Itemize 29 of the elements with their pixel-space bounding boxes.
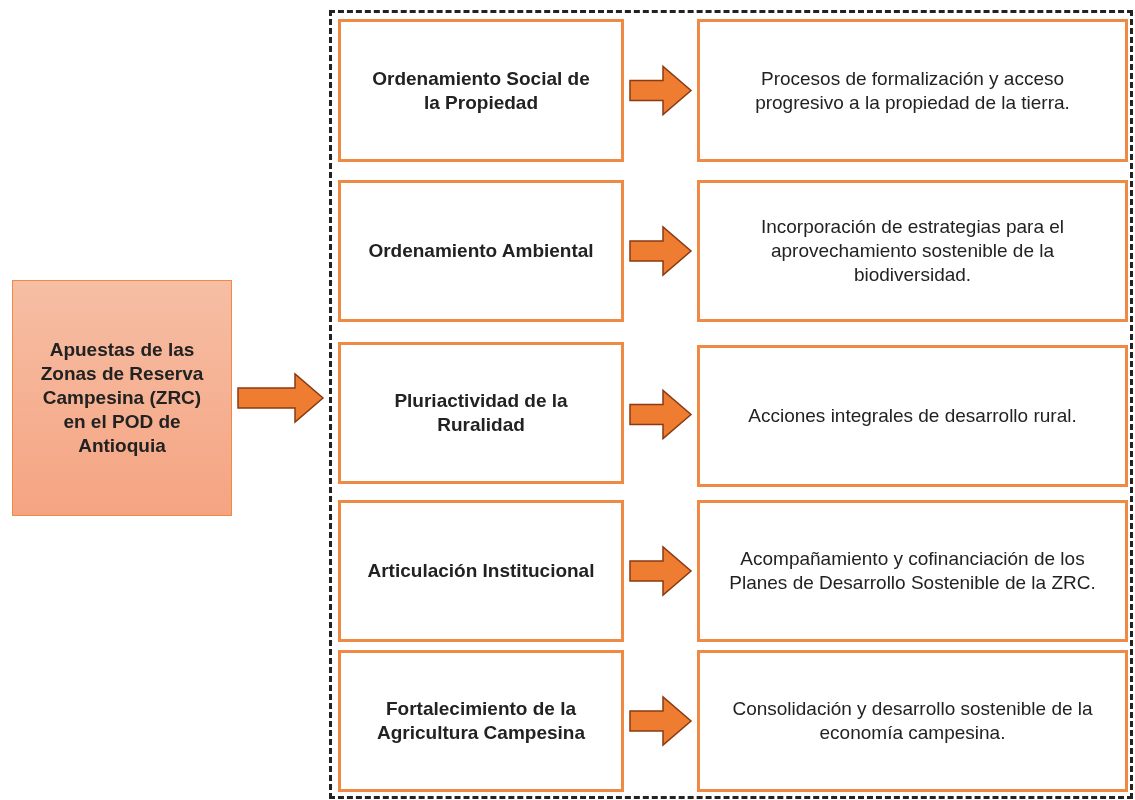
block-arrow	[237, 372, 325, 424]
description-box	[697, 180, 1128, 322]
block-arrow	[629, 388, 693, 441]
block-arrow	[629, 64, 693, 117]
description-box	[697, 19, 1128, 162]
block-arrow	[629, 545, 693, 597]
description-text: Consolidación y desarrollo sostenible de la economía campesina.	[731, 697, 1094, 745]
topic-box	[338, 342, 624, 484]
description-text: Acompañamiento y cofinanciación de los Planes de Desarrollo Sostenible de la ZRC.	[728, 547, 1097, 595]
description-text: Incorporación de estrategias para el aprovechamiento sostenible de la biodiversidad.	[759, 215, 1066, 287]
box-label: Fortalecimiento de la Agricultura Campesina	[376, 697, 586, 745]
description-text: Procesos de formalización y acceso progresivo a la propiedad de la tierra.	[754, 66, 1071, 115]
box-label: Articulación Institucional	[366, 559, 596, 583]
block-arrow	[629, 225, 693, 277]
description-box	[697, 345, 1128, 487]
box-label: Ordenamiento Social de la Propiedad	[371, 66, 591, 115]
dashed-container	[329, 10, 1133, 799]
box-label: Pluriactividad de la Ruralidad	[393, 389, 569, 437]
description-box	[697, 500, 1128, 642]
intro-box	[12, 280, 232, 516]
block-arrow	[629, 695, 693, 747]
topic-box	[338, 650, 624, 792]
description-box	[697, 650, 1128, 792]
topic-box	[338, 500, 624, 642]
box-label: Apuestas de las Zonas de Reserva Campesina (ZRC) en el POD de Antioquia	[39, 338, 205, 458]
topic-box	[338, 180, 624, 322]
box-label: Ordenamiento Ambiental	[367, 239, 595, 263]
description-text: Acciones integrales de desarrollo rural.	[747, 404, 1078, 428]
topic-box	[338, 19, 624, 162]
